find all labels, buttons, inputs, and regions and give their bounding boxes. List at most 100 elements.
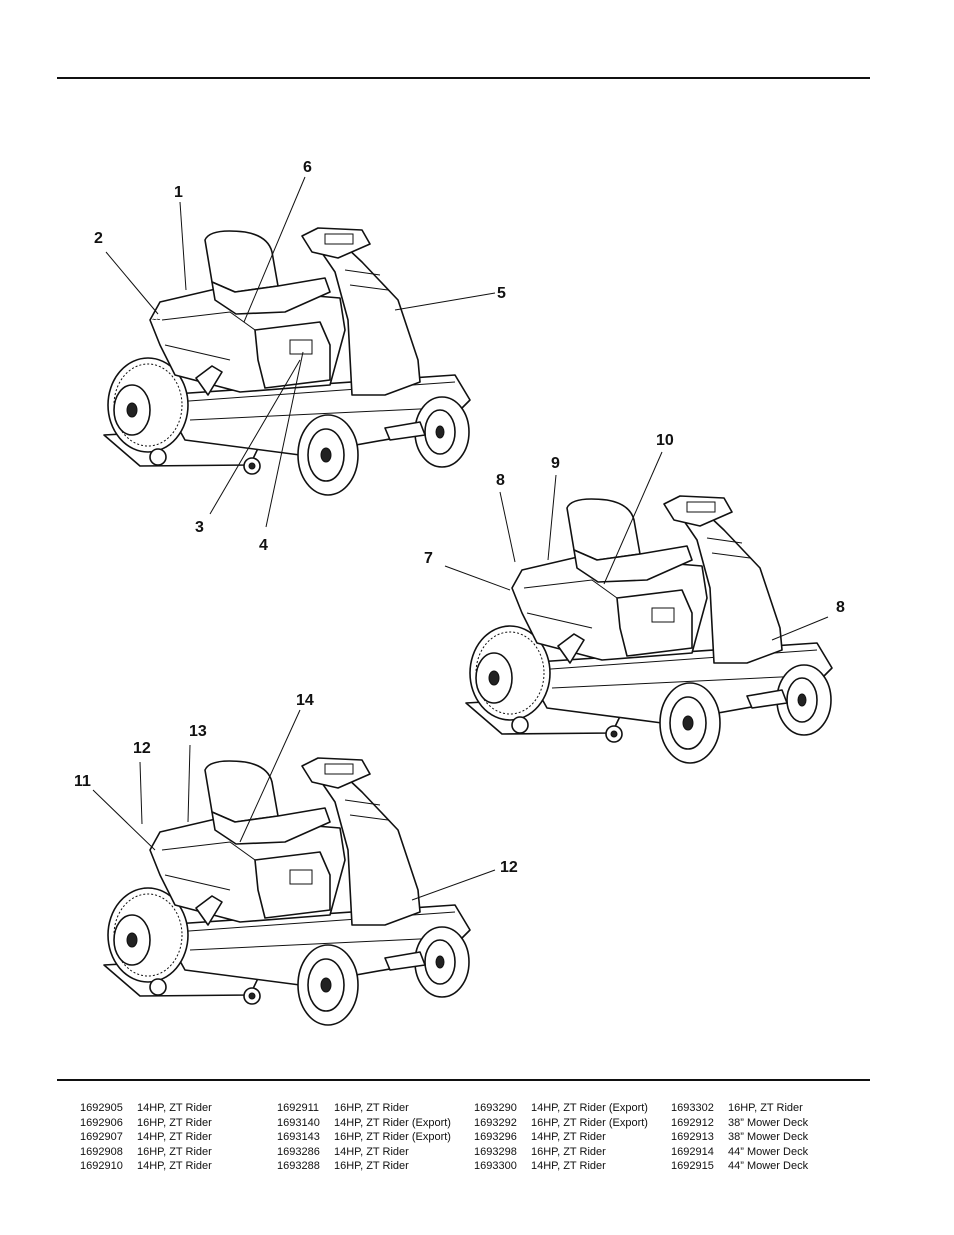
part-description: 44” Mower Deck [728, 1160, 809, 1173]
leader-9 [547, 474, 557, 561]
parts-row: 1693290 14HP, ZT Rider (Export) [474, 1101, 670, 1116]
callout-7: 7 [424, 550, 433, 567]
part-number: 1693286 [277, 1145, 320, 1158]
parts-row: 1693286 14HP, ZT Rider [277, 1145, 473, 1160]
part-number: 1692913 [671, 1131, 714, 1144]
part-description: 14HP, ZT Rider [334, 1145, 409, 1158]
part-number: 1693300 [474, 1160, 517, 1173]
part-description: 14HP, ZT Rider [531, 1160, 606, 1173]
leader-10 [603, 451, 663, 585]
parts-row: 1692914 44” Mower Deck [671, 1145, 867, 1160]
part-description: 16HP, ZT Rider (Export) [531, 1116, 648, 1129]
part-number: 1692906 [80, 1116, 123, 1129]
callout-1: 1 [174, 184, 183, 201]
part-number: 1692911 [277, 1102, 320, 1114]
leader-8a [499, 491, 516, 563]
leader-4 [265, 351, 304, 528]
parts-row: 1692913 38” Mower Deck [671, 1130, 867, 1145]
part-number: 1693143 [277, 1131, 320, 1144]
parts-row: 1692905 14HP, ZT Rider [80, 1101, 276, 1116]
part-number: 1692915 [671, 1160, 714, 1173]
parts-row: 1692906 16HP, ZT Rider [80, 1116, 276, 1131]
part-description: 14HP, ZT Rider [137, 1160, 212, 1173]
part-number: 1692914 [671, 1145, 714, 1158]
leader-3 [209, 359, 301, 515]
part-description: 16HP, ZT Rider [137, 1116, 212, 1129]
callout-4: 4 [259, 537, 268, 554]
callout-14: 14 [296, 692, 314, 709]
callout-10: 10 [656, 432, 674, 449]
callout-12b: 12 [500, 859, 518, 876]
part-description: 38” Mower Deck [728, 1131, 809, 1144]
part-description: 16HP, ZT Rider [334, 1160, 409, 1173]
part-number: 1693140 [277, 1116, 320, 1129]
part-description: 16HP, ZT Rider (Export) [334, 1131, 451, 1144]
leader-13 [187, 744, 191, 823]
part-number: 1693290 [474, 1102, 517, 1114]
parts-column: 1692911 16HP, ZT Rider 1693140 14HP, ZT Rid… [277, 1101, 473, 1174]
part-description: 16HP, ZT Rider [531, 1145, 606, 1158]
part-description: 14HP, ZT Rider [531, 1131, 606, 1144]
part-number: 1693288 [277, 1160, 320, 1173]
parts-column: 1693290 14HP, ZT Rider (Export) 1693292 16H… [474, 1101, 670, 1174]
leader-5 [394, 292, 496, 311]
parts-row: 1692911 16HP, ZT Rider [277, 1101, 473, 1116]
part-number: 1693296 [474, 1131, 517, 1144]
part-description: 38” Mower Deck [728, 1116, 809, 1129]
leader-12a [139, 761, 143, 825]
part-description: 14HP, ZT Rider (Export) [334, 1116, 451, 1129]
parts-row: 1693143 16HP, ZT Rider (Export) [277, 1130, 473, 1145]
leader-14 [239, 709, 301, 843]
callout-11: 11 [74, 773, 91, 790]
part-number: 1692912 [671, 1116, 714, 1129]
leader-11 [92, 789, 156, 851]
part-description: 16HP, ZT Rider [137, 1145, 212, 1158]
part-description: 14HP, ZT Rider (Export) [531, 1102, 648, 1114]
leader-6 [243, 176, 306, 323]
part-number: 1692908 [80, 1145, 123, 1158]
callout-5: 5 [497, 285, 506, 302]
parts-row: 1693302 16HP, ZT Rider [671, 1101, 867, 1116]
parts-row: 1692910 14HP, ZT Rider [80, 1159, 276, 1174]
parts-row: 1693296 14HP, ZT Rider [474, 1130, 670, 1145]
part-number: 1692907 [80, 1131, 123, 1144]
riding-mower-illustration-bottom [103, 757, 471, 1026]
parts-row: 1692907 14HP, ZT Rider [80, 1130, 276, 1145]
part-number: 1693292 [474, 1116, 517, 1129]
riding-mower-illustration-top [103, 227, 471, 496]
brand-badge-top: ~~ [152, 317, 160, 324]
part-description: 16HP, ZT Rider [728, 1102, 803, 1114]
parts-row: 1693288 16HP, ZT Rider [277, 1159, 473, 1174]
part-number: 1693302 [671, 1102, 714, 1114]
callout-2: 2 [94, 230, 103, 247]
parts-column: 1693302 16HP, ZT Rider 1692912 38” Mower De… [671, 1101, 867, 1174]
callout-12a: 12 [133, 740, 151, 757]
parts-row: 1693298 16HP, ZT Rider [474, 1145, 670, 1160]
callout-9: 9 [551, 455, 560, 472]
part-number: 1693298 [474, 1145, 517, 1158]
riding-mower-illustration-middle [465, 495, 833, 764]
parts-column: 1692905 14HP, ZT Rider 1692906 16HP, ZT Rid… [80, 1101, 276, 1174]
leader-7 [444, 565, 511, 591]
parts-row: 1692912 38” Mower Deck [671, 1116, 867, 1131]
part-description: 44” Mower Deck [728, 1145, 809, 1158]
leader-1 [179, 201, 187, 291]
part-description: 14HP, ZT Rider [137, 1102, 212, 1114]
parts-row: 1692908 16HP, ZT Rider [80, 1145, 276, 1160]
parts-row: 1693300 14HP, ZT Rider [474, 1159, 670, 1174]
part-description: 16HP, ZT Rider [334, 1102, 409, 1114]
parts-row: 1693140 14HP, ZT Rider (Export) [277, 1116, 473, 1131]
leader-12b [411, 869, 496, 901]
bottom-rule [57, 1079, 870, 1081]
leader-8b [771, 616, 829, 641]
parts-row: 1692915 44” Mower Deck [671, 1159, 867, 1174]
callout-3: 3 [195, 519, 204, 536]
callout-8a: 8 [496, 472, 505, 489]
leader-2 [105, 251, 159, 315]
top-rule [57, 77, 870, 79]
part-number: 1692905 [80, 1102, 123, 1114]
part-description: 14HP, ZT Rider [137, 1131, 212, 1144]
part-number: 1692910 [80, 1160, 123, 1173]
callout-13: 13 [189, 723, 207, 740]
